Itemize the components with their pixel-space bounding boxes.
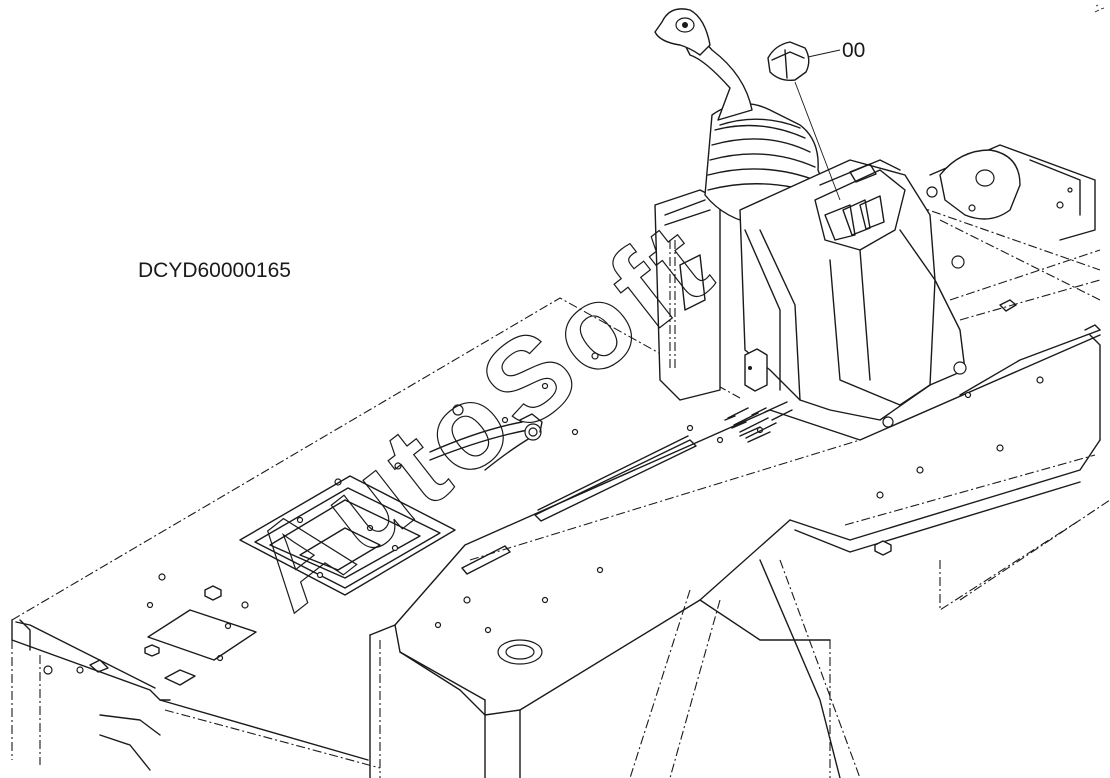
console-frame <box>369 144 1110 778</box>
callout-leader-line <box>807 49 841 58</box>
watermark: AutoSoft <box>227 195 739 635</box>
drawing-id-label: DCYD60000165 <box>138 259 291 282</box>
corner-mark <box>1094 4 1105 13</box>
floor-plate <box>11 297 741 771</box>
joystick-console <box>654 8 967 443</box>
callout-label: 00 <box>842 39 865 62</box>
